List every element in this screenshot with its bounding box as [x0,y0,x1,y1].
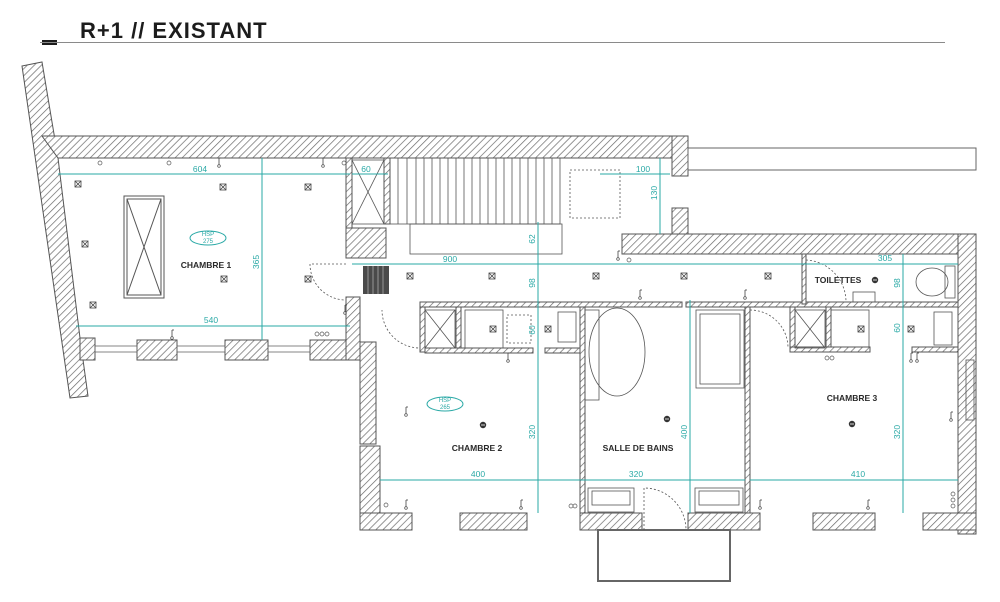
room-label-chambre2: CHAMBRE 2 [452,443,503,453]
dim-chambre1-top: 604 [193,164,207,174]
hsp-badge-chambre1: HSP 275 [189,230,227,246]
title-rule [40,42,945,43]
svg-text:HSP: HSP [439,398,451,404]
dim-chambre1-depth: 365 [251,255,261,269]
dim-sdb-depth: 400 [679,425,689,439]
radiator [363,266,389,294]
dim-chambre1-bottom: 540 [204,315,218,325]
dim-toilettes-width: 305 [878,253,892,263]
balcony-outline [687,147,977,171]
dim-stair-gap: 62 [527,234,537,244]
svg-text:265: 265 [440,405,451,411]
dimension-lines [58,158,958,513]
ceiling-lights [74,180,915,333]
dim-corridor-depth: 98 [527,278,537,288]
switches [170,157,954,510]
dim-chambre3-depth: 320 [892,425,902,439]
dim-closet-depth-c2: 60 [527,325,537,335]
room-label-chambre1: CHAMBRE 1 [181,260,232,270]
room-label-salle-de-bains: SALLE DE BAINS [603,443,674,453]
dim-landing-depth: 130 [649,186,659,200]
dim-chambre2-width: 400 [471,469,485,479]
room-label-toilettes: TOILETTES [815,275,862,285]
dim-closet-width: 60 [361,164,371,174]
dim-closet-depth-c3: 60 [892,323,902,333]
hsp-badge-chambre2: HSP 265 [426,396,464,412]
windows-chambre1 [94,345,311,353]
bottom-balcony [597,529,731,582]
dim-toilettes-depth: 98 [892,278,902,288]
doors [309,259,847,531]
closet-x [351,159,385,225]
skylight [123,195,165,299]
page-title: R+1 // EXISTANT [80,18,268,43]
staircase [389,157,621,255]
dim-corridor-length: 900 [443,254,457,264]
dim-landing-right: 100 [636,164,650,174]
fixtures [424,265,975,513]
svg-text:275: 275 [203,239,214,245]
dim-chambre2-depth: 320 [527,425,537,439]
svg-text:HSP: HSP [202,232,214,238]
dim-chambre3-width: 410 [851,469,865,479]
walls [21,61,977,535]
plan-header: R+1 // EXISTANT [40,18,945,48]
room-label-chambre3: CHAMBRE 3 [827,393,878,403]
dim-sdb-width: 320 [629,469,643,479]
